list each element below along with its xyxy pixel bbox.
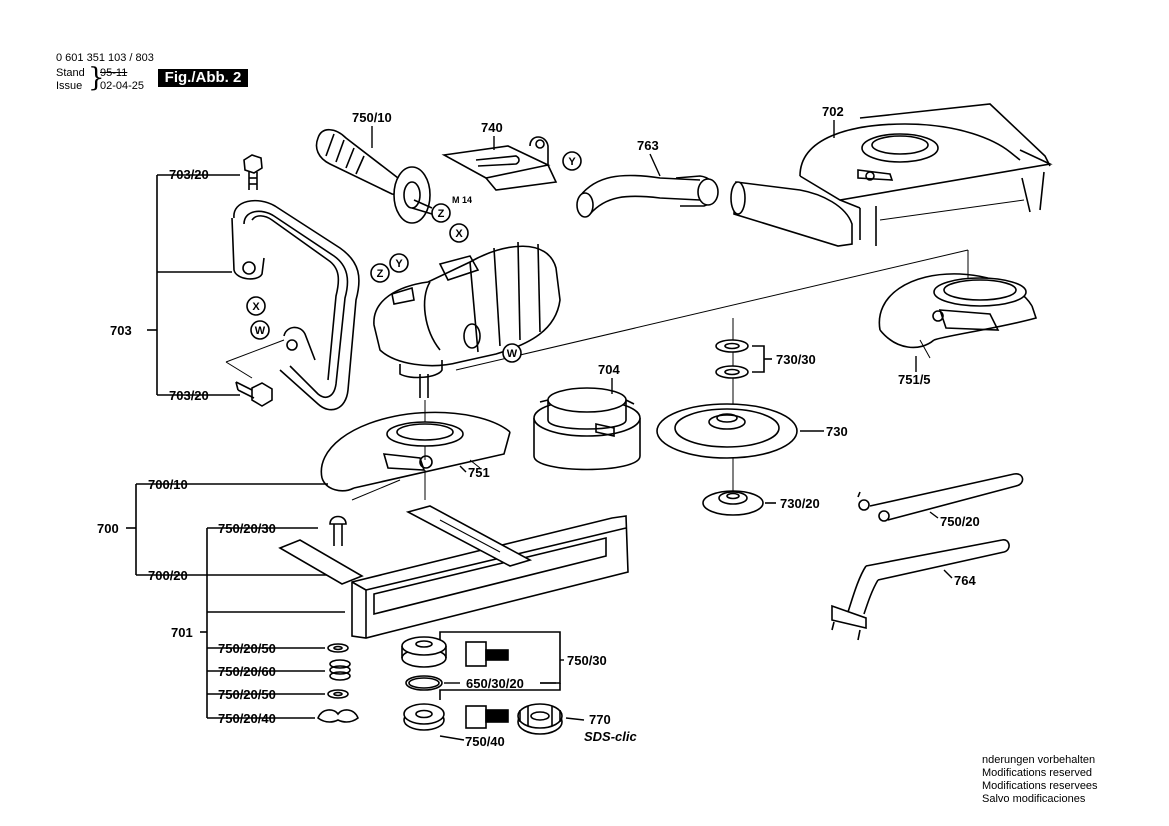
- flange-730-20: [702, 490, 776, 516]
- circle-y-2-letter: Y: [395, 258, 403, 270]
- label-751: 751: [468, 465, 490, 480]
- label-750-30: 750/30: [567, 653, 607, 668]
- label-750-20-40: 750/20/40: [218, 711, 276, 726]
- issue-label: Issue: [56, 80, 83, 92]
- sds-nut-770: [517, 703, 563, 735]
- label-700: 700: [97, 521, 119, 536]
- label-m14: M 14: [452, 195, 472, 205]
- label-764: 764: [954, 573, 976, 588]
- circle-w-1-letter: W: [255, 325, 266, 337]
- label-703-20-bottom: 703/20: [169, 388, 209, 403]
- label-750-20-50-b: 750/20/50: [218, 687, 276, 702]
- note-line-1: nderungen vorbehalten: [982, 754, 1096, 766]
- circle-w-2: [502, 343, 522, 363]
- document-number: 0 601 351 103 / 803: [56, 52, 154, 64]
- issue-value: 02-04-25: [100, 80, 145, 92]
- guard-702: [730, 103, 1053, 247]
- washer-750-20-50-b: [327, 689, 349, 699]
- label-750-20-30: 750/20/30: [218, 521, 276, 536]
- circle-z-1-letter: Z: [438, 208, 445, 220]
- circle-z-1: [431, 203, 451, 223]
- wrench-750-20: [857, 473, 1024, 522]
- label-704: 704: [598, 362, 620, 377]
- label-703-20-top: 703/20: [169, 167, 209, 182]
- clamp-nut-750-40: [403, 703, 509, 741]
- stand-label: Stand: [56, 67, 85, 79]
- bracket-lines-703: [147, 174, 240, 396]
- label-700-20: 700/20: [148, 568, 188, 583]
- label-770: 770: [589, 712, 611, 727]
- circle-x-2: [246, 296, 266, 316]
- label-750-40: 750/40: [465, 734, 505, 749]
- circle-x-2-letter: X: [252, 301, 260, 313]
- label-750-20: 750/20: [940, 514, 980, 529]
- label-750-10: 750/10: [352, 110, 392, 125]
- flange-750-30: [401, 636, 509, 668]
- o-ring-650-30-20: [405, 675, 443, 691]
- hose-763: [576, 174, 719, 218]
- label-730-20: 730/20: [780, 496, 820, 511]
- figure-label: Fig./Abb. 2: [158, 69, 248, 87]
- label-730-30: 730/30: [776, 352, 816, 367]
- circle-z-2: [370, 263, 390, 283]
- circle-w-1: [250, 320, 270, 340]
- label-751-5: 751/5: [898, 372, 931, 387]
- wing-nut-750-20-40: [317, 709, 359, 723]
- bracket-lines-700: [126, 483, 345, 576]
- circle-y-1-letter: Y: [568, 156, 576, 168]
- circle-x-1: [449, 223, 469, 243]
- wrench-764: [831, 539, 1010, 641]
- angle-grinder-body: [373, 241, 561, 460]
- label-740: 740: [481, 120, 503, 135]
- guard-751-5: [878, 273, 1038, 359]
- spring-750-20-60: [329, 659, 351, 681]
- guide-sled-700-20: [278, 505, 629, 639]
- label-750-20-50-a: 750/20/50: [218, 641, 276, 656]
- washer-750-20-50-a: [327, 643, 349, 653]
- leader-lines: [371, 120, 953, 721]
- loop-handle-703: [225, 199, 360, 411]
- label-730: 730: [826, 424, 848, 439]
- label-763: 763: [637, 138, 659, 153]
- screw-top-703-20: [243, 154, 263, 190]
- cup-guard-704: [533, 387, 641, 471]
- note-line-3: Modifications reservees: [982, 780, 1098, 792]
- label-701: 701: [171, 625, 193, 640]
- bracket-lines-701: [200, 527, 345, 719]
- note-line-2: Modifications reserved: [982, 767, 1093, 779]
- label-750-20-60: 750/20/60: [218, 664, 276, 679]
- brace-glyph: }: [88, 63, 105, 93]
- bolt-750-20-30: [329, 515, 347, 546]
- stand-value: 95-11: [100, 67, 128, 79]
- label-700-10: 700/10: [148, 477, 188, 492]
- circle-y-1: [562, 151, 582, 171]
- circle-y-2: [389, 253, 409, 273]
- label-702: 702: [822, 104, 844, 119]
- label-703: 703: [110, 323, 132, 338]
- guard-751: [320, 411, 511, 492]
- circle-w-2-letter: W: [507, 348, 518, 360]
- circle-x-1-letter: X: [455, 228, 463, 240]
- side-grip-750-10: [315, 128, 433, 224]
- screw-bottom-703-20: [235, 381, 273, 407]
- circle-z-2-letter: Z: [377, 268, 384, 280]
- washers-730-30: [715, 339, 772, 379]
- grinding-disc-730: [656, 403, 824, 459]
- bracket-740: [441, 136, 558, 191]
- label-sds-clic: SDS-clic: [584, 729, 638, 744]
- note-line-4: Salvo modificaciones: [982, 793, 1086, 805]
- label-650-30-20: 650/30/20: [466, 676, 524, 691]
